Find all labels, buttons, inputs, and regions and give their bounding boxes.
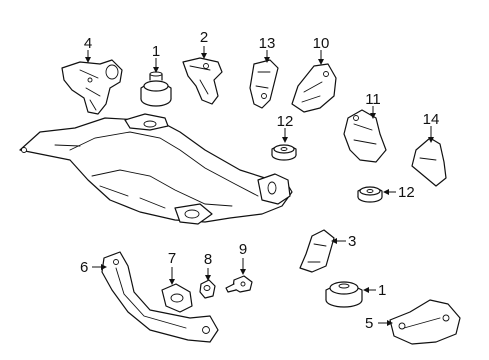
subframe xyxy=(19,113,293,225)
callout-4: 4 xyxy=(84,35,92,52)
callout-10: 10 xyxy=(313,35,330,52)
callout-9: 9 xyxy=(239,241,247,258)
engine-mount-1-lower xyxy=(325,281,363,308)
callout-1-lower: 1 xyxy=(378,282,386,299)
callout-13: 13 xyxy=(259,35,276,52)
callout-14: 14 xyxy=(423,111,440,128)
callout-3: 3 xyxy=(348,233,356,250)
nut-8 xyxy=(199,279,216,299)
bracket-14 xyxy=(411,137,447,187)
bolt-9 xyxy=(225,275,253,293)
leader-lines xyxy=(85,46,434,326)
callout-5: 5 xyxy=(365,315,373,332)
bracket-10 xyxy=(291,63,337,113)
callout-1-upper: 1 xyxy=(152,43,160,60)
bracket-6 xyxy=(101,251,219,343)
bracket-2 xyxy=(182,57,223,105)
callout-labels: 4 1 2 13 10 11 14 12 12 3 1 5 6 7 8 9 xyxy=(80,29,439,332)
engine-mount-1-upper xyxy=(140,71,172,107)
bracket-13 xyxy=(249,59,279,109)
bracket-5 xyxy=(389,299,461,345)
bracket-3 xyxy=(299,229,335,273)
callout-12-right: 12 xyxy=(398,184,415,201)
callout-11: 11 xyxy=(365,91,381,108)
callout-8: 8 xyxy=(204,251,212,268)
callout-12-upper: 12 xyxy=(277,113,294,130)
bracket-7 xyxy=(161,283,193,313)
callout-6: 6 xyxy=(80,259,88,276)
callout-7: 7 xyxy=(168,250,176,267)
rubber-mount-12-right xyxy=(357,186,383,203)
callout-2: 2 xyxy=(200,29,208,46)
bracket-11 xyxy=(343,109,387,163)
rubber-mount-12-upper xyxy=(271,144,297,161)
bracket-4 xyxy=(61,59,123,115)
